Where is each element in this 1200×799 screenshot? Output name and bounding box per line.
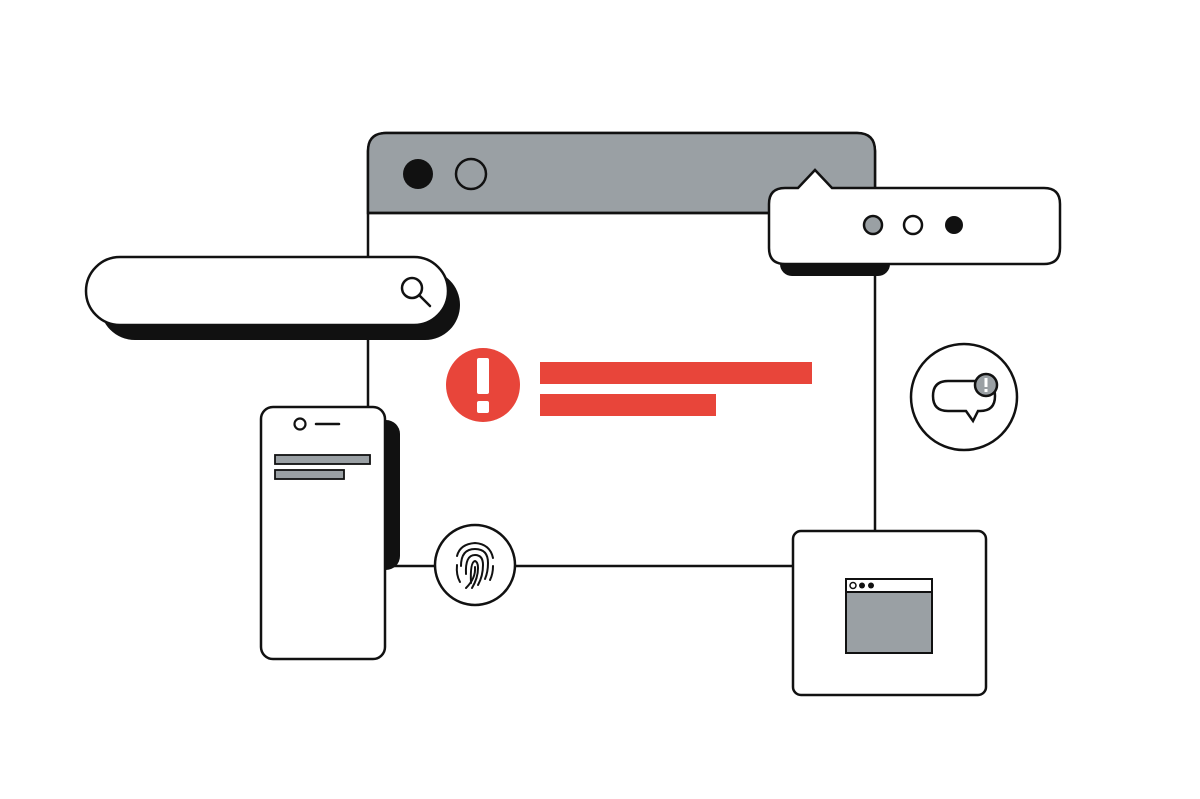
phone-text-line-2 <box>274 469 345 480</box>
mini-window-panel <box>791 529 988 697</box>
window-control-dot-filled[interactable] <box>403 159 433 189</box>
chat-alert-bang-bar <box>984 378 988 387</box>
phone-body <box>259 405 387 661</box>
chat-alert-badge[interactable] <box>909 342 1019 452</box>
mobile-phone <box>259 405 400 661</box>
fingerprint-circle[interactable] <box>433 523 517 607</box>
alert-text-line-2 <box>540 394 716 416</box>
search-bar[interactable] <box>84 255 460 340</box>
main-window-titlebar <box>366 131 877 215</box>
options-popup <box>767 168 1062 276</box>
alert-message <box>446 348 812 422</box>
popup-dot-outline[interactable] <box>902 214 924 236</box>
window-control-dot-outline[interactable] <box>454 157 488 191</box>
fingerprint-badge[interactable] <box>433 523 517 607</box>
phone-camera <box>293 417 307 431</box>
exclamation-dot <box>477 401 489 413</box>
window-dots-icon <box>849 581 874 590</box>
phone-text-line-1 <box>274 454 371 465</box>
search-input[interactable] <box>84 255 450 327</box>
magnifier-icon[interactable] <box>400 276 432 308</box>
popup-dot-gray[interactable] <box>862 214 884 236</box>
main-browser-window <box>366 131 877 568</box>
mini-window-titlebar <box>845 578 933 593</box>
fingerprint-icon <box>455 541 494 589</box>
alert-text-line-1 <box>540 362 812 384</box>
exclamation-bar <box>477 358 489 394</box>
popup-dot-filled[interactable] <box>945 216 963 234</box>
chat-alert-bang-dot <box>984 389 988 392</box>
